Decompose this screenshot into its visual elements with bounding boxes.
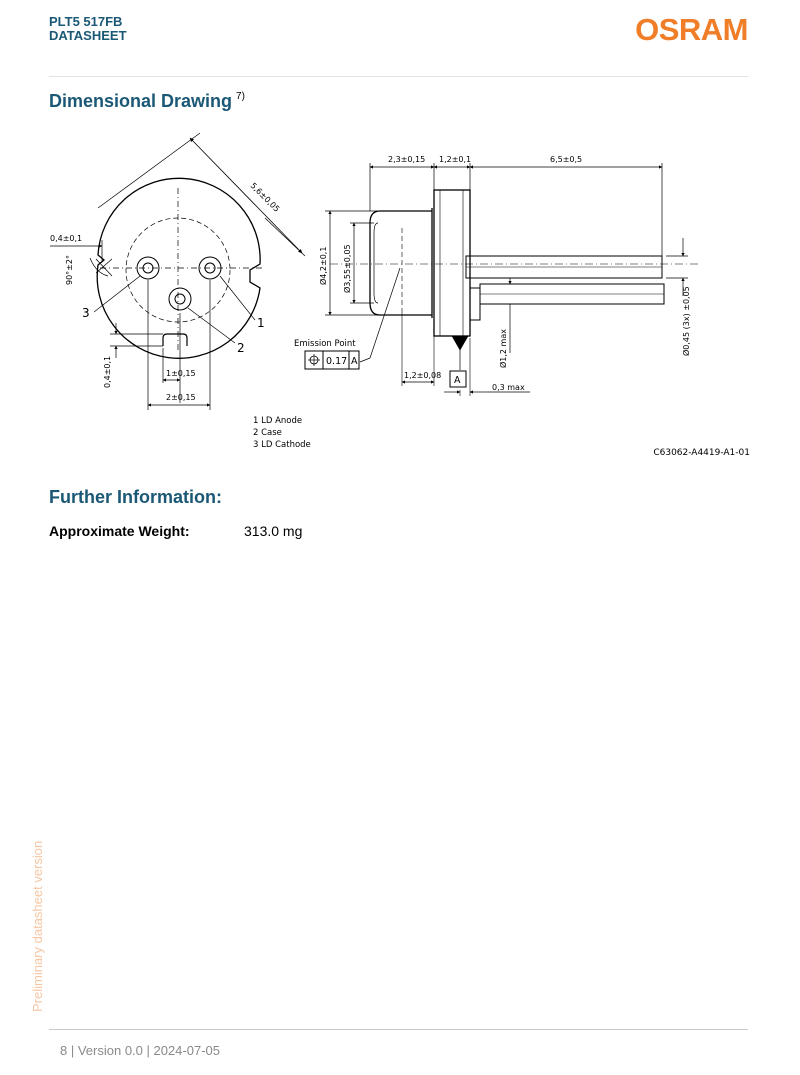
dim-diameter-outer: 5,6±0,05 xyxy=(249,181,282,214)
dim-emission-offset: 1,2±0,08 xyxy=(404,371,441,380)
drawing-number: C63062-A4419-A1-01 xyxy=(653,448,750,458)
product-name: PLT5 517FB xyxy=(49,14,123,29)
legend-item-2: 2 Case xyxy=(253,428,282,438)
dim-cap-diameter: Ø4,2±0,1 xyxy=(318,247,328,285)
dim-pin-length: 6,5±0,5 xyxy=(550,155,582,164)
document-type: DATASHEET xyxy=(49,28,127,43)
page-number: 8 xyxy=(60,1043,68,1058)
dim-notch-depth: 0,4±0,1 xyxy=(103,356,112,388)
pin-number-1: 1 xyxy=(257,316,265,330)
dim-notch-width: 0,4±0,1 xyxy=(50,234,82,243)
pin-3 xyxy=(136,256,160,280)
pin-number-3: 3 xyxy=(82,306,90,320)
dim-flange-thickness: 1,2±0,1 xyxy=(439,155,471,164)
dimensional-drawing: 5,6±0,05 0,4±0,1 90°±2° 0,4±0,1 1±0,15 2… xyxy=(50,132,750,458)
preliminary-watermark: Preliminary datasheet version xyxy=(30,840,45,1012)
section-title-text: Dimensional Drawing xyxy=(49,91,233,111)
dim-angle: 90°±2° xyxy=(65,255,74,285)
pin-2 xyxy=(168,287,192,311)
footer-divider xyxy=(49,1029,748,1030)
weight-label: Approximate Weight: xyxy=(49,523,190,539)
bottom-notch xyxy=(162,333,188,346)
pin-1 xyxy=(198,256,222,280)
dim-glass-protrusion: 0,3 max xyxy=(492,383,525,392)
emission-point-label: Emission Point xyxy=(294,339,356,349)
footnote-marker: 7) xyxy=(236,91,245,102)
weight-value: 313.0 mg xyxy=(244,523,303,539)
tolerance-value: 0.17 xyxy=(326,356,347,367)
datum-a xyxy=(449,370,467,388)
dim-pin-spacing: 2±0,15 xyxy=(166,393,196,402)
dim-wire-diameter: Ø0,45 (3x) ±0,05 xyxy=(681,286,691,356)
document-header: PLT5 517FB DATASHEET xyxy=(49,14,127,43)
further-information-title: Further Information: xyxy=(49,487,222,507)
dim-pin-diameter: Ø1,2 max xyxy=(498,329,508,368)
dim-cap-length: 2,3±0,15 xyxy=(388,155,425,164)
version-info: | Version 0.0 | 2024-07-05 xyxy=(70,1043,220,1058)
dim-pin-offset: 1±0,15 xyxy=(166,369,196,378)
legend-item-3: 3 LD Cathode xyxy=(253,440,311,450)
side-pins xyxy=(465,255,665,305)
flange xyxy=(433,189,471,337)
datum-label: A xyxy=(454,375,461,386)
header-divider xyxy=(49,76,748,77)
osram-logo: OSRAM xyxy=(635,12,748,47)
package-outline xyxy=(96,177,261,359)
dim-window-diameter: Ø3,55±0,05 xyxy=(342,244,352,293)
laser-cap xyxy=(369,210,432,316)
page-footer: 8 | Version 0.0 | 2024-07-05 xyxy=(60,1043,220,1058)
pin-number-2: 2 xyxy=(237,341,245,355)
legend-item-1: 1 LD Anode xyxy=(253,416,302,426)
tolerance-datum: A xyxy=(351,356,358,367)
feature-control-frame xyxy=(304,350,360,370)
